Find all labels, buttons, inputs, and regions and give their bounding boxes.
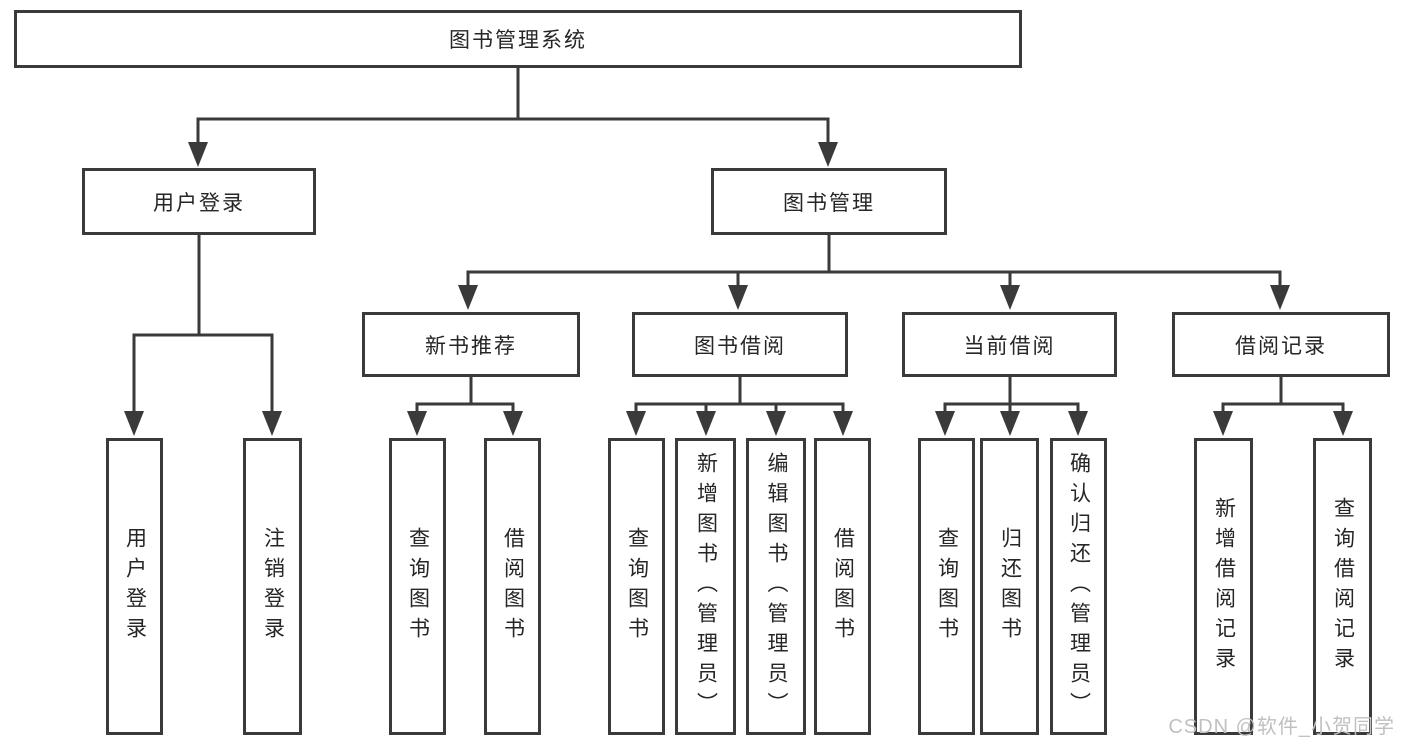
node-book-management: 图书管理 (711, 168, 947, 235)
leaf-query-borrow-record: 查询借阅记录 (1313, 438, 1372, 735)
node-current-borrow: 当前借阅 (902, 312, 1117, 377)
node-new-book-recommend: 新书推荐 (362, 312, 580, 377)
leaf-return-books: 归还图书 (980, 438, 1039, 735)
leaf-query-books-1: 查询图书 (389, 438, 446, 735)
leaf-borrow-books-1: 借阅图书 (484, 438, 541, 735)
leaf-query-books-3: 查询图书 (918, 438, 975, 735)
leaf-logout: 注销登录 (243, 438, 302, 735)
leaf-confirm-return-admin: 确认归还（管理员） (1050, 438, 1107, 735)
node-user-login: 用户登录 (82, 168, 316, 235)
leaf-edit-book-admin: 编辑图书（管理员） (746, 438, 806, 735)
node-book-borrow: 图书借阅 (632, 312, 848, 377)
leaf-query-books-2: 查询图书 (608, 438, 665, 735)
watermark: CSDN @软件_小贺同学 (1168, 716, 1395, 738)
leaf-add-book-admin: 新增图书（管理员） (675, 438, 736, 735)
node-borrow-records: 借阅记录 (1172, 312, 1390, 377)
leaf-add-borrow-record: 新增借阅记录 (1194, 438, 1253, 735)
leaf-borrow-books-2: 借阅图书 (814, 438, 871, 735)
leaf-user-login: 用户登录 (106, 438, 163, 735)
node-library-system: 图书管理系统 (14, 10, 1022, 68)
